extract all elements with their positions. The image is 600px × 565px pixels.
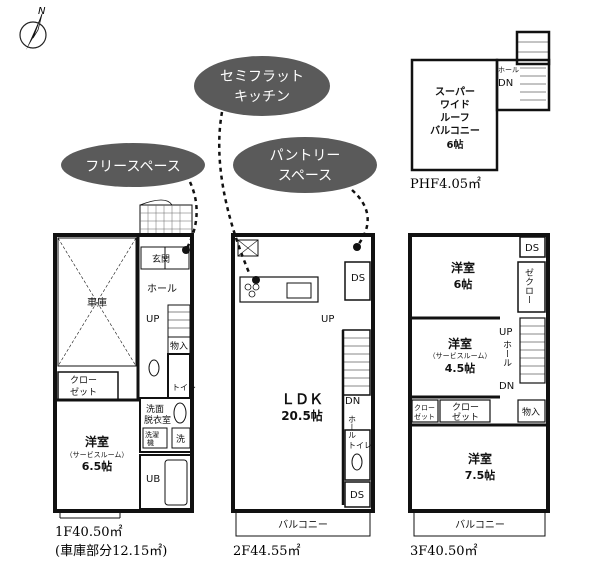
hall-label-2f: ホール bbox=[348, 415, 357, 439]
floor-3-area: 3F40.50㎡ bbox=[410, 544, 478, 559]
sink-label: 洗 bbox=[176, 433, 185, 445]
callout-free-space-text: フリースペース bbox=[85, 159, 181, 175]
washroom-label-1: 洗面 bbox=[146, 403, 164, 415]
callout-pantry-space: パントリー スペース bbox=[233, 137, 377, 193]
penthouse-labels: ホール DN スーパー ワイド ルーフ バルコニー 6帖 bbox=[430, 66, 519, 151]
closet-small-label-1: クロー bbox=[414, 404, 435, 412]
room1-label: 洋室 bbox=[451, 260, 475, 275]
ds-top-label: DS bbox=[351, 273, 365, 284]
dn-label-2f: DN bbox=[345, 396, 360, 407]
floor-1-garage-area: (車庫部分12.15㎡) bbox=[55, 544, 167, 559]
room2-service-label: （サービスルーム） bbox=[429, 351, 492, 360]
washer-label-1: 洗濯 bbox=[145, 430, 159, 439]
callout-leaders bbox=[184, 111, 369, 276]
washroom-label-2: 脱衣室 bbox=[144, 414, 171, 426]
room2-label: 洋室 bbox=[448, 336, 472, 351]
ph-hall-label: ホール bbox=[498, 66, 519, 74]
floor-1-labels: 車庫 玄関 ホール UP 物入 トイレ クロー ゼット 洗面 脱衣室 洗濯 機 … bbox=[66, 253, 196, 485]
floor-1-area: 1F40.50㎡ bbox=[55, 525, 123, 540]
compass-icon bbox=[19, 13, 47, 50]
bedroom-label: 洋室 bbox=[85, 434, 109, 449]
genkan-label: 玄関 bbox=[152, 253, 170, 265]
room3-size: 7.5帖 bbox=[465, 468, 496, 482]
up-label: UP bbox=[146, 314, 159, 325]
callout-pantry-line1: パントリー bbox=[270, 148, 341, 164]
ldk-size: 20.5帖 bbox=[281, 408, 323, 423]
toilet-label: トイレ bbox=[172, 383, 196, 392]
ph-balcony-line2: ワイド bbox=[440, 99, 470, 111]
closet-label-2: ゼット bbox=[70, 386, 97, 398]
toilet-label-2f: トイレ bbox=[348, 441, 372, 450]
ph-dn-label: DN bbox=[498, 78, 513, 89]
floor-2-labels: ＬＤＫ 20.5帖 DS UP DN ホール トイレ DS バルコニー bbox=[278, 273, 372, 531]
hall-label: ホール bbox=[147, 283, 177, 295]
ph-balcony-size: 6帖 bbox=[447, 138, 464, 151]
callout-free-space: フリースペース bbox=[61, 143, 205, 187]
bath-label: UB bbox=[146, 474, 160, 485]
closet-small-label-2: ゼット bbox=[414, 412, 435, 421]
up-label-2f: UP bbox=[321, 314, 334, 325]
closet-b-label-2: ゼット bbox=[452, 411, 479, 423]
closet-a-label: ゼクロー bbox=[523, 268, 534, 304]
floor-2-area: 2F44.55㎡ bbox=[233, 544, 301, 559]
ph-balcony-line4: バルコニー bbox=[430, 125, 480, 137]
floor-3-labels: DS 洋室 6帖 ゼクロー 洋室 （サービスルーム） 4.5帖 UP ホール D… bbox=[414, 243, 540, 531]
callout-kitchen-line2: キッチン bbox=[234, 89, 290, 105]
washer-label-2: 機 bbox=[147, 438, 154, 447]
ldk-label: ＬＤＫ bbox=[281, 392, 323, 408]
balcony-label-2f: バルコニー bbox=[278, 519, 328, 531]
room3-label: 洋室 bbox=[468, 451, 492, 466]
room2-size: 4.5帖 bbox=[445, 361, 476, 375]
ds-bottom-label: DS bbox=[350, 490, 364, 501]
garage-label: 車庫 bbox=[87, 296, 107, 309]
compass-label: N bbox=[38, 6, 46, 17]
ph-balcony-line1: スーパー bbox=[435, 86, 475, 98]
closet-b-label-1: クロー bbox=[452, 402, 479, 413]
hall-label-3f: ホール bbox=[501, 340, 512, 367]
closet-label-1: クロー bbox=[70, 375, 97, 386]
up-label-3f: UP bbox=[499, 327, 512, 338]
callout-kitchen-line1: セミフラット bbox=[220, 69, 304, 85]
penthouse-area: PHF4.05㎡ bbox=[410, 177, 481, 192]
callout-pantry-line2: スペース bbox=[278, 168, 332, 184]
penthouse bbox=[410, 30, 551, 172]
leader-dot bbox=[252, 276, 260, 284]
ds-label-3f: DS bbox=[525, 243, 539, 254]
service-room-label: （サービスルーム） bbox=[66, 450, 129, 459]
leader-dot bbox=[353, 243, 361, 251]
leader-dot bbox=[182, 246, 190, 254]
storage-label: 物入 bbox=[170, 340, 188, 352]
ph-balcony-line3: ルーフ bbox=[440, 112, 469, 124]
floor-2 bbox=[231, 233, 375, 537]
storage-label-3f: 物入 bbox=[522, 406, 540, 418]
floor-1 bbox=[53, 199, 194, 519]
bedroom-size: 6.5帖 bbox=[82, 459, 113, 473]
balcony-label-3f: バルコニー bbox=[455, 519, 505, 531]
room1-size: 6帖 bbox=[454, 277, 473, 291]
dn-label-3f: DN bbox=[499, 381, 514, 392]
callout-semi-flat-kitchen: セミフラット キッチン bbox=[194, 56, 330, 116]
floor-3 bbox=[408, 233, 550, 537]
